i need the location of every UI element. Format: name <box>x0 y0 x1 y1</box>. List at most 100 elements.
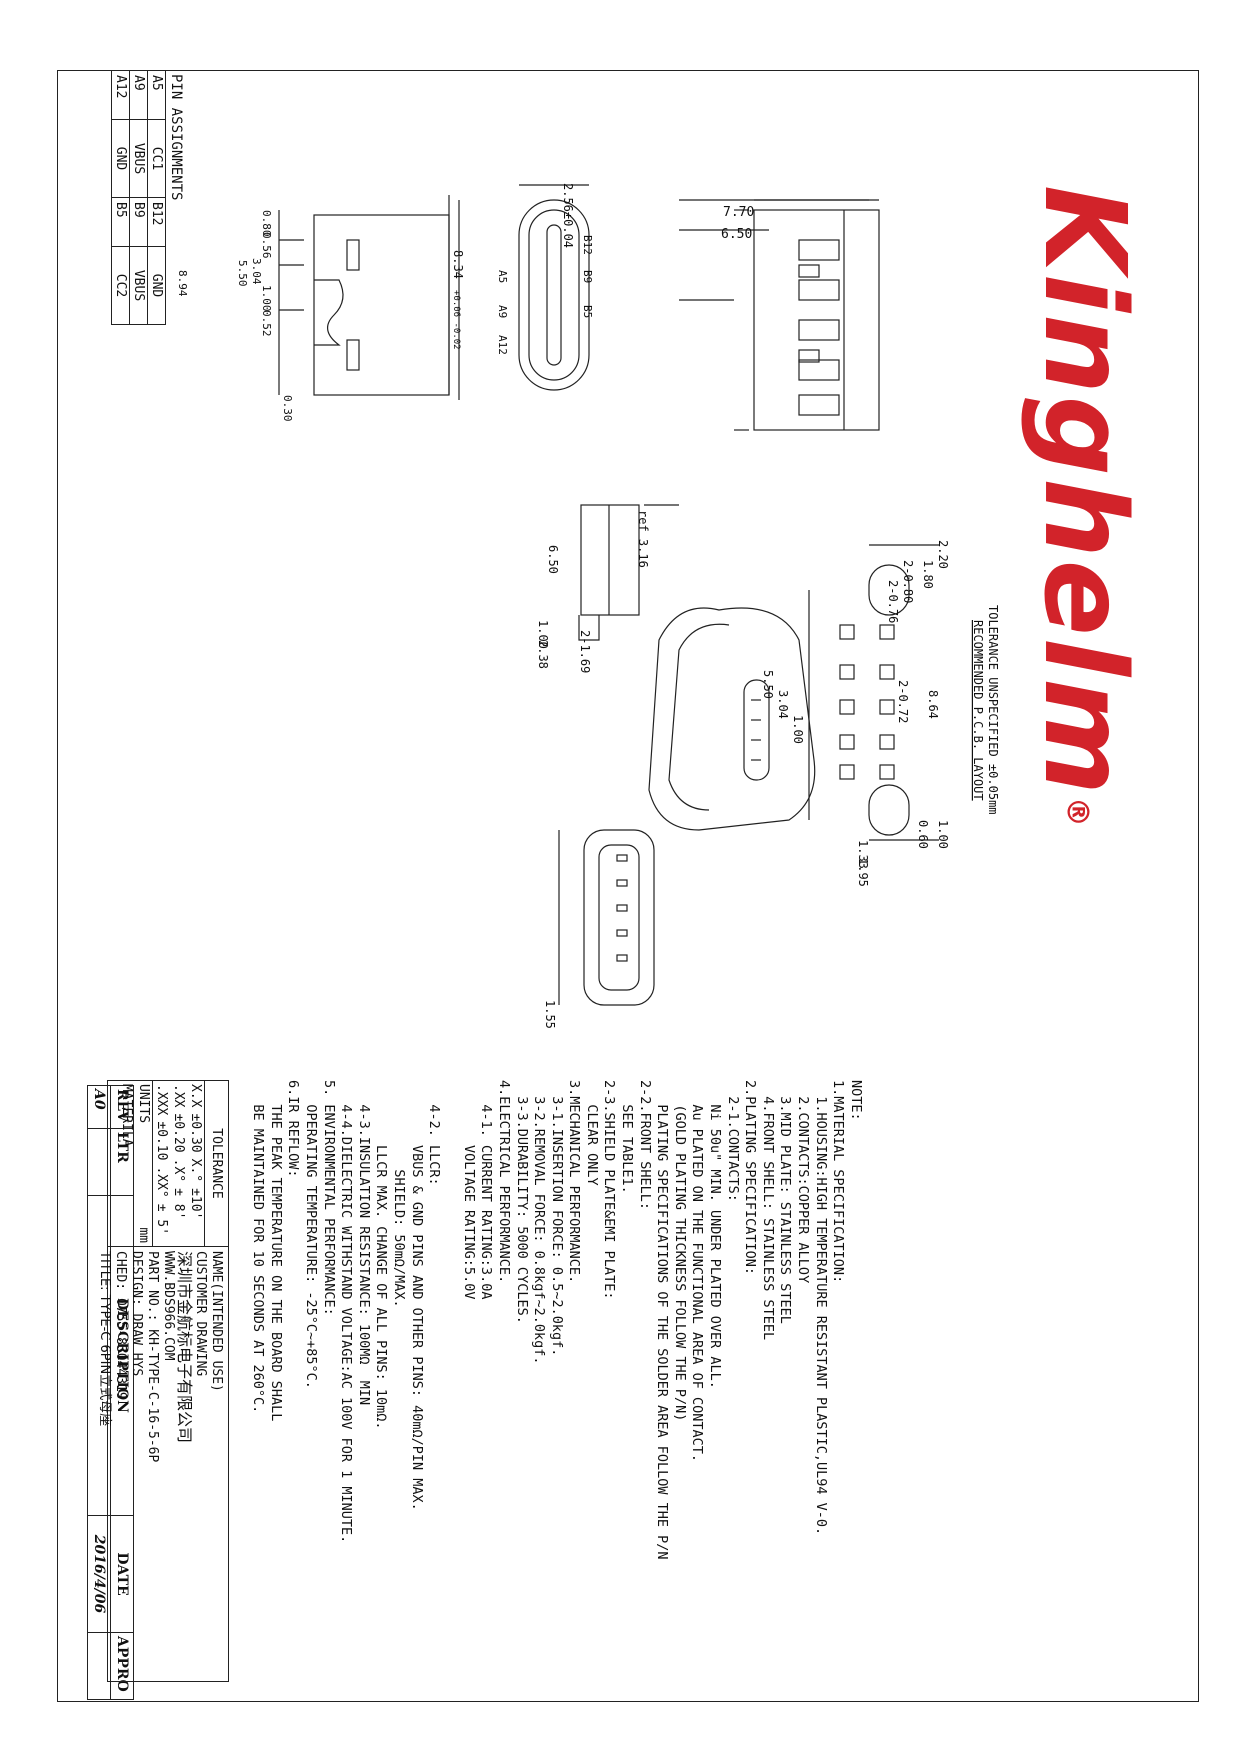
designer: HYS <box>129 1352 144 1377</box>
side-view-drawing <box>679 199 880 431</box>
note-line: 4-2. LLCR: <box>426 1080 443 1186</box>
note-line: 6.IR REFLOW: <box>285 1080 302 1178</box>
dim-1-00-pcb-a: 1.00 <box>791 715 805 744</box>
dim-8-64: 8.64 <box>926 690 940 719</box>
note-line: 3.MID PLATE: STAINLESS STEEL <box>777 1080 794 1324</box>
note-line: 1.MATERIAL SPECIFICATION: <box>830 1080 847 1284</box>
dim-1-95: 1.95 <box>856 858 870 887</box>
pin-label-a9: A9 <box>496 305 509 318</box>
tol-cell: ± 5' <box>154 1203 169 1236</box>
note-line: 2-1.CONTACTS: <box>724 1080 741 1202</box>
units-label: UNITS <box>136 1084 151 1124</box>
note-line: 4.FRONT SHELL: STAINLESS STEEL <box>759 1080 776 1341</box>
note-line: 5. ENVIRONMENTAL PERFORMANCE: <box>320 1080 337 1316</box>
dim-6-50: 6.50 <box>721 227 752 242</box>
note-line: SHIELD: 50mΩ/MAX. <box>390 1080 407 1308</box>
pin-label-b5: B5 <box>581 305 594 318</box>
note-line: 3-2.REMOVAL FORCE: 0.8kgf~2.0kgf. <box>531 1080 548 1365</box>
tol-cell: .X° <box>171 1158 186 1183</box>
pcb-layout-drawing <box>808 544 939 841</box>
dim-5-50-pcb: 5.50 <box>761 670 775 699</box>
dim-0-60: 0.60 <box>916 820 930 849</box>
tol-cell: .XXX <box>154 1084 169 1116</box>
website: WWW.BDS966.COM <box>161 1251 176 1361</box>
notes-block: NOTE:1.MATERIAL SPECIFICATION: 1.HOUSING… <box>213 1080 899 1640</box>
pcb-caption: RECOMMENDED P.C.B. LAYOUT <box>971 620 985 801</box>
part-label: PART NO.: <box>145 1251 160 1322</box>
pin-label-b9: B9 <box>581 270 594 283</box>
dim-0-80: 0.80 <box>260 210 273 237</box>
dim-1-00: 1.00 <box>260 285 273 312</box>
dim-8-94: 8.94 <box>176 270 189 297</box>
tol-cell: ±0.20 <box>171 1113 186 1153</box>
note-line: 1.HOUSING:HIGH TEMPERATURE RESISTANT PLA… <box>812 1080 829 1536</box>
note-line: 2-3.SHIELD PLATE&EMI PLATE: <box>601 1080 618 1300</box>
ched-label: CHED: <box>113 1251 128 1291</box>
notes-list: NOTE:1.MATERIAL SPECIFICATION: 1.HOUSING… <box>249 1080 864 1640</box>
units-value: mm <box>136 1227 151 1243</box>
note-line: 4-3.INSULATION RESISTANCE: 100MΩ MIN <box>355 1080 372 1406</box>
tol-cell: .XX° <box>154 1166 169 1198</box>
note-line: LLCR MAX. CHANGE OF ALL PINS: 10mΩ. <box>373 1080 390 1430</box>
tolerance-row: .XXX ±0.10 .XX° ± 5' <box>153 1081 170 1246</box>
tol-cell: .XX <box>171 1084 186 1108</box>
dim-0-30: 0.30 <box>281 395 294 422</box>
note-line: 2.PLATING SPECIFICATION: <box>742 1080 759 1276</box>
material-label: MATERILA <box>119 1084 134 1147</box>
pin-label-b12: B12 <box>581 235 594 255</box>
note-line: 4-1. CURRENT RATING:3.0A <box>478 1080 495 1300</box>
isometric-view-drawing <box>648 607 816 831</box>
dim-2-1-69: 2-1.69 <box>578 630 592 673</box>
intended-use: NAME(INTENDED USE) <box>209 1251 224 1392</box>
side-profile-drawing <box>578 504 679 641</box>
dim-1-33: 1.33 <box>856 840 870 869</box>
dim-0-52: 0.52 <box>260 310 273 337</box>
note-line: CLEAR ONLY <box>583 1080 600 1186</box>
dim-1-00-b: 1.00 <box>536 620 550 649</box>
dim-1-00-pcb-b: 1.00 <box>936 820 950 849</box>
note-line: PLATING SPECIFICATIONS OF THE SOLDER ARE… <box>654 1080 671 1560</box>
dim-1-80: 1.80 <box>921 560 935 589</box>
note-line: BE MAINTAINED FOR 10 SECONDS AT 260°C. <box>250 1080 267 1414</box>
note-line: 4-4.DIELECTRIC WITHSTAND VOLTAGE:AC 100V… <box>338 1080 355 1544</box>
dim-2-38: 2.38 <box>536 640 550 669</box>
dim-5-50: 5.50 <box>236 260 249 287</box>
tol-cell: ±0.30 <box>188 1113 203 1153</box>
dim-3-04-pcb: 3.04 <box>776 690 790 719</box>
dim-3-04: 3.04 <box>250 258 263 285</box>
company-name: 深圳市金航标电子有限公司 <box>175 1251 194 1444</box>
note-line: NOTE: <box>847 1080 864 1121</box>
tol-cell: X.X <box>188 1084 203 1108</box>
dim-2-0-76: 2-0.76 <box>886 580 900 623</box>
dim-2-0-80: 2-0.80 <box>901 560 915 603</box>
dim-0-56: 0.56 <box>260 232 273 259</box>
note-line: 3-1.INSERTION FORCE: 0.5~2.0kgf. <box>548 1080 565 1357</box>
front-view-drawing <box>458 184 590 400</box>
note-line: 2.CONTACTS:COPPER ALLOY <box>795 1080 812 1284</box>
part-row: PART NO.: KH-TYPE-C-16-5-6P <box>144 1251 160 1676</box>
dim-8-34-tol: +0.06 -0.02 <box>451 290 461 350</box>
dim-8-34: 8.34 <box>451 250 465 279</box>
dim-2-56: 2.56±0.04 <box>561 183 575 248</box>
tol-cell: X.° <box>188 1158 203 1183</box>
pin-label-a12: A12 <box>496 335 509 355</box>
tol-cell: ± 8' <box>171 1188 186 1220</box>
pcb-tolerance-caption: TOLERANCE UNSPECIFIED ±0.05mm <box>986 605 1000 815</box>
draw-label: DRAW <box>129 1313 144 1345</box>
units-row: UNITS mm <box>135 1081 153 1246</box>
tol-cell: ±0.10 <box>154 1121 169 1161</box>
note-line: SEE TABLE1. <box>619 1080 636 1194</box>
phone: 0755-83044319 <box>113 1297 128 1400</box>
design-row: DESIGN: DRAW HYS <box>128 1251 144 1676</box>
tol-cell: ±10' <box>188 1188 203 1220</box>
note-line: OPERATING TEMPERATURE: -25°C~+85°C. <box>303 1080 319 1389</box>
ched-row: CHED: 0755-83044319 <box>112 1251 128 1676</box>
part-number: KH-TYPE-C-16-5-6P <box>145 1329 160 1463</box>
note-line: THE PEAK TEMPERATURE ON THE BOARD SHALL <box>267 1080 284 1422</box>
tolerance-label: TOLERANCE <box>204 1081 228 1246</box>
